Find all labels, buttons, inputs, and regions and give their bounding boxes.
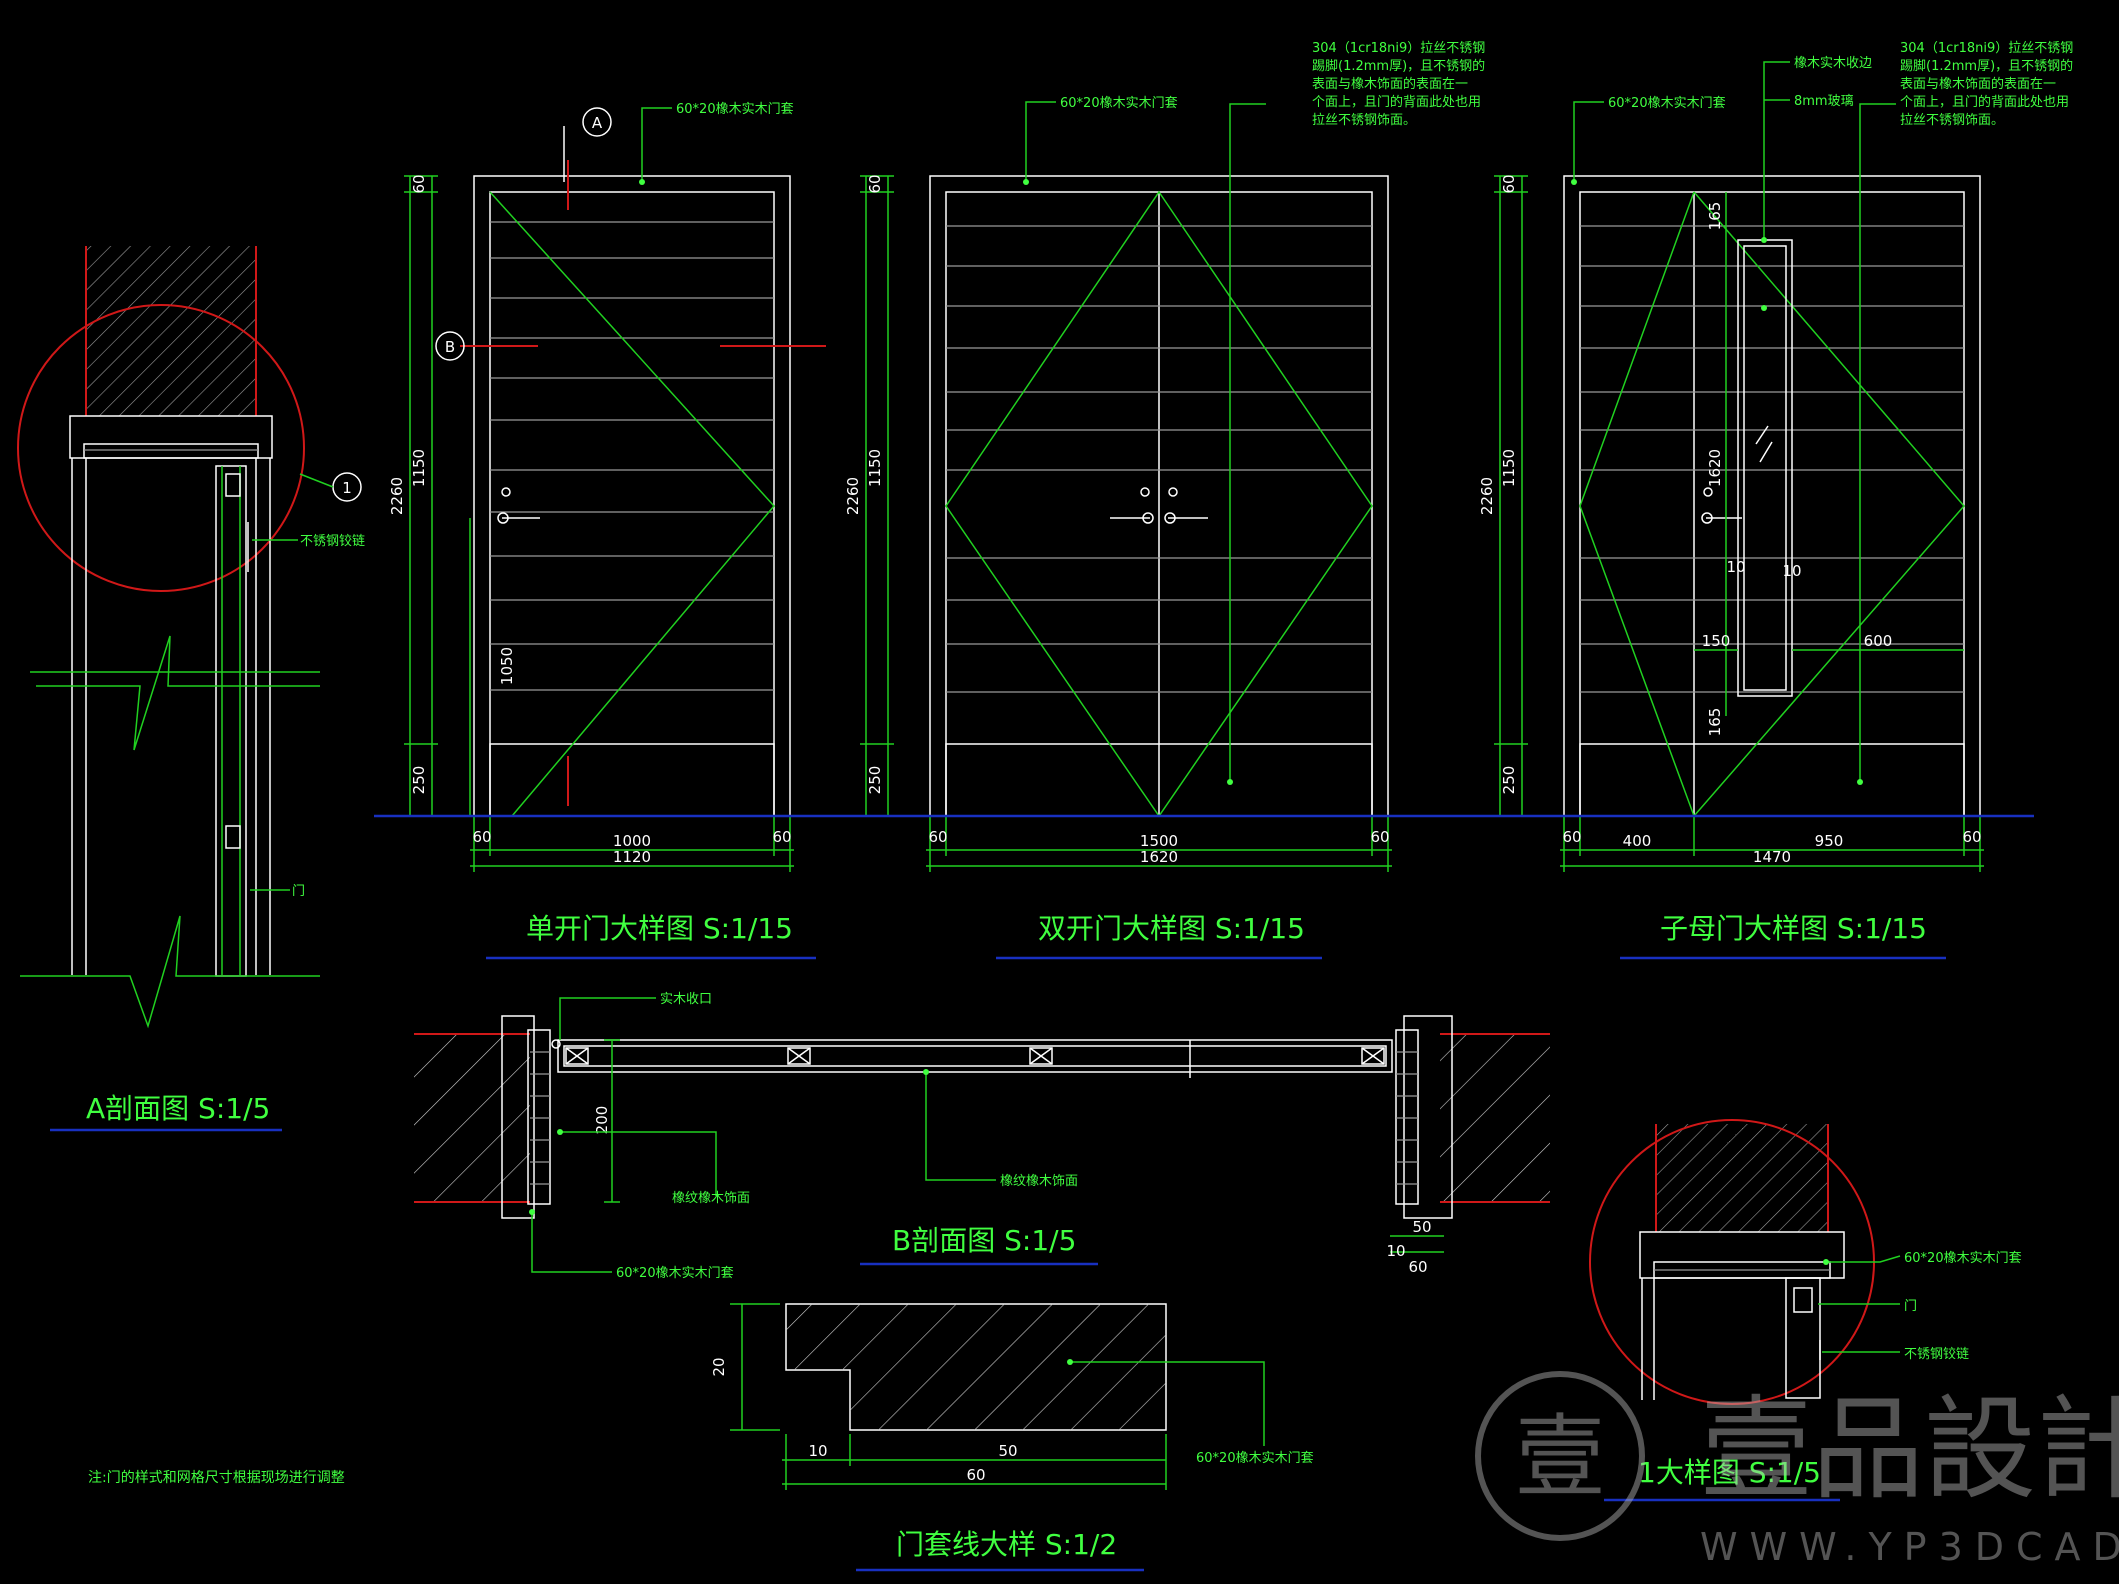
dim-text: 60 [1962, 828, 1981, 846]
dim-text: 1000 [613, 832, 651, 850]
trim-label: 橡木实木收边 [1794, 56, 1872, 71]
note-line: 304（1cr18ni9）拉丝不锈钢 [1900, 41, 2073, 56]
casing-label: 60*20橡木实木门套 [1196, 1450, 1314, 1466]
note-line: 拉丝不锈钢饰面。 [1900, 113, 2004, 128]
dim-text: 10 [1726, 558, 1745, 576]
dim-text: 20 [710, 1357, 728, 1376]
dim-text: 60 [410, 174, 428, 193]
dim-text: 10 [1386, 1242, 1405, 1260]
double-door-elevation: 60*20橡木实木门套 304（1cr18ni9）拉丝不锈钢 踢脚(1.2mm厚… [844, 41, 1485, 960]
svg-text:壹: 壹 [1515, 1405, 1605, 1510]
dim-text: 60 [928, 828, 947, 846]
footnote: 注:门的样式和网格尺寸根据现场进行调整 [88, 1470, 345, 1486]
dim-text: 60 [1500, 174, 1518, 193]
dim-text: 2260 [1478, 477, 1496, 515]
hinge-label: 不锈钢铰链 [300, 534, 365, 549]
watermark-url: WWW.YP3DCAD.COM [1700, 1525, 2119, 1569]
mother-door-title: 子母门大样图 S:1/15 [1660, 912, 1927, 945]
door-label: 门 [1904, 1299, 1917, 1314]
note-line: 踢脚(1.2mm厚)，且不锈钢的 [1900, 58, 2073, 74]
dim-text: 400 [1623, 832, 1652, 850]
callout-mark: A [592, 114, 603, 132]
note-line: 表面与橡木饰面的表面在一 [1900, 76, 2056, 92]
hinge-label: 不锈钢铰链 [1904, 1347, 1969, 1362]
dim-text: 60 [966, 1466, 985, 1484]
dim-text: 1620 [1140, 848, 1178, 866]
double-door-title: 双开门大样图 S:1/15 [1038, 912, 1305, 945]
dim-text: 250 [410, 766, 428, 795]
dim-text: 2260 [388, 477, 406, 515]
wall-hatch-right [1440, 1034, 1550, 1202]
section-b-title: B剖面图 S:1/5 [892, 1224, 1076, 1257]
kickplate [489, 743, 775, 817]
dim-text: 1150 [866, 449, 884, 487]
dim-text: 50 [998, 1442, 1017, 1460]
section-a: 1 不锈钢铰链 门 A剖面图 S:1/5 [17, 246, 365, 1132]
casing-detail-title: 门套线大样 S:1/2 [896, 1528, 1117, 1561]
dim-text: 200 [593, 1106, 611, 1135]
mother-child-door-elevation: 60*20橡木实木门套 橡木实木收边 8mm玻璃 304（1cr18ni9）拉丝… [1478, 41, 2073, 960]
frame-label: 60*20橡木实木门套 [1904, 1250, 2022, 1266]
casing-detail: 60*20橡木实木门套 20 10 50 60 门套线大样 S:1/2 [710, 1303, 1314, 1572]
dim-text: 250 [866, 766, 884, 795]
section-a-title: A剖面图 S:1/5 [86, 1092, 270, 1125]
dim-text: 950 [1815, 832, 1844, 850]
callout-mark: B [445, 338, 455, 356]
kickplate [1579, 743, 1965, 817]
dim-text: 60 [472, 828, 491, 846]
watermark: 壹 壹品設計 WWW.YP3DCAD.COM [1475, 1371, 2119, 1569]
dim-text: 250 [1500, 766, 1518, 795]
glass-label: 8mm玻璃 [1794, 94, 1854, 109]
wall-hatch-left [414, 1034, 530, 1202]
frame-label: 60*20橡木实木门套 [1060, 95, 1178, 111]
dim-text: 1050 [498, 647, 516, 685]
watermark-brand: 壹品設計 [1700, 1385, 2119, 1515]
door-leaf-section [557, 1039, 1393, 1073]
note-line: 304（1cr18ni9）拉丝不锈钢 [1312, 41, 1485, 56]
dim-text: 60 [866, 174, 884, 193]
dim-text: 1470 [1753, 848, 1791, 866]
solid-edge-label: 实木收口 [660, 992, 712, 1007]
dim-text: 1500 [1140, 832, 1178, 850]
watermark-logo-icon [1475, 1371, 1645, 1541]
note-line: 踢脚(1.2mm厚)，且不锈钢的 [1312, 58, 1485, 74]
dim-text: 165 [1706, 202, 1724, 231]
callout-mark: 1 [342, 479, 352, 497]
frame-label: 60*20橡木实木门套 [1608, 95, 1726, 111]
dim-text: 60 [1408, 1258, 1427, 1276]
dim-text: 150 [1702, 632, 1731, 650]
oak-face-label: 橡纹橡木饰面 [1000, 1174, 1078, 1189]
single-door-elevation: A B 60*20橡木实木门套 60 2260 1150 1050 250 60… [388, 101, 826, 960]
dim-text: 1150 [1500, 449, 1518, 487]
dim-text: 10 [808, 1442, 827, 1460]
door-label: 门 [292, 884, 305, 899]
dim-text: 1120 [613, 848, 651, 866]
wall-hatch [86, 246, 256, 416]
frame-label: 60*20橡木实木门套 [676, 101, 794, 117]
detail-circle [17, 304, 305, 592]
dim-text: 600 [1864, 632, 1893, 650]
dim-text: 10 [1782, 562, 1801, 580]
dim-text: 60 [1562, 828, 1581, 846]
note-line: 拉丝不锈钢饰面。 [1312, 113, 1416, 128]
dim-text: 1150 [410, 449, 428, 487]
dim-text: 165 [1706, 708, 1724, 737]
note-line: 个面上，且门的背面此处也用 [1312, 94, 1481, 110]
dim-text: 60 [1370, 828, 1389, 846]
dim-text: 2260 [844, 477, 862, 515]
note-line: 个面上，且门的背面此处也用 [1900, 94, 2069, 110]
dim-text: 60 [772, 828, 791, 846]
single-door-title: 单开门大样图 S:1/15 [526, 912, 793, 945]
detail-1-title: 1大样图 S:1/5 [1638, 1456, 1821, 1489]
oak-face-label: 橡纹橡木饰面 [672, 1191, 750, 1206]
detail-1: 60*20橡木实木门套 门 不锈钢铰链 1大样图 S:1/5 [1589, 1119, 2022, 1502]
dim-text: 1620 [1706, 449, 1724, 487]
section-b: 实木收口 200 橡纹橡木饰面 橡纹橡木饰面 60*20橡木实木门套 50 10… [414, 992, 1550, 1281]
note-line: 表面与橡木饰面的表面在一 [1312, 76, 1468, 92]
dim-text: 50 [1412, 1218, 1431, 1236]
frame-label: 60*20橡木实木门套 [616, 1265, 734, 1281]
